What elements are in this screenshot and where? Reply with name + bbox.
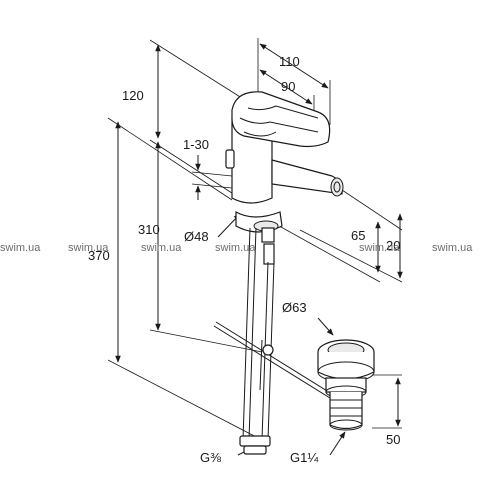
dim-label-50: 50 [386, 432, 400, 447]
watermark: swim.ua [432, 242, 473, 254]
watermark: swim.ua [0, 242, 41, 254]
dim-label-110: 110 [279, 54, 300, 69]
dim-label-diameter-63: Ø63 [282, 300, 307, 315]
dim-line-65-20 [271, 189, 403, 283]
dim-line-310 [149, 139, 263, 353]
dim-label-diameter-48: Ø48 [184, 229, 209, 244]
dim-label-90: 90 [281, 79, 295, 94]
dim-label-1-30: 1-30 [183, 137, 209, 152]
dim-line-50 [372, 374, 402, 429]
dim-line-1-30 [191, 155, 233, 200]
dim-label-310: 310 [138, 222, 160, 237]
waste-fitting [317, 339, 375, 431]
dim-label-370: 370 [88, 248, 110, 263]
faucet [213, 91, 344, 455]
dim-label-waste-thread: G1¼ [290, 450, 318, 465]
dim-line-120 [149, 39, 246, 139]
dim-label-120: 120 [122, 88, 144, 103]
dim-label-hose-thread: G⅜ [200, 450, 221, 465]
watermark: swim.ua [215, 242, 256, 254]
watermark: swim.ua [359, 242, 400, 254]
watermark: swim.ua [141, 242, 182, 254]
watermark: swim.ua [68, 242, 109, 254]
dim-label-65: 65 [351, 228, 365, 243]
dim-label-20: 20 [386, 238, 400, 253]
